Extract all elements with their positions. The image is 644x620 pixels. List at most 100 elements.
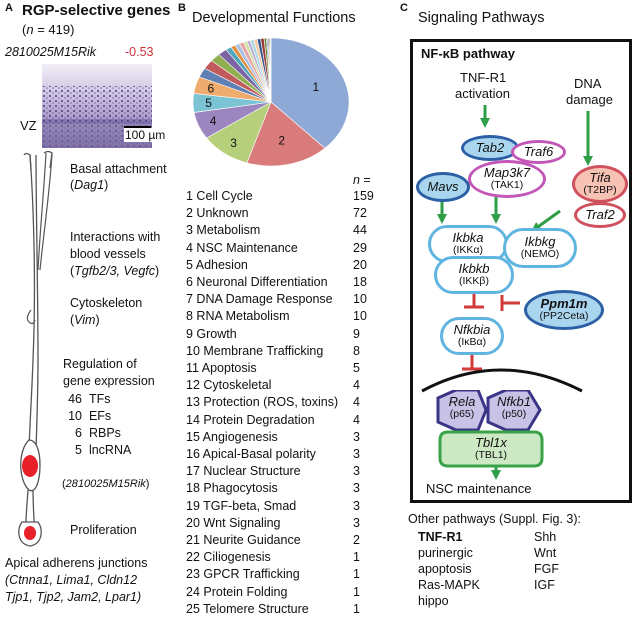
nucleus-top: [22, 455, 38, 477]
function-count: 18: [353, 275, 367, 289]
function-name: 6 Neuronal Differentiation: [186, 275, 328, 289]
panel-a-title: RGP-selective genes: [22, 2, 171, 19]
count-efs: 10 EFs: [68, 409, 112, 423]
function-count: 3: [353, 481, 360, 496]
function-name: 21 Neurite Guidance: [186, 533, 301, 547]
vz-label: VZ: [20, 118, 37, 133]
pie-label-4: 4: [210, 114, 217, 128]
function-count: 3: [353, 447, 360, 461]
node-mavs: Mavs: [416, 172, 470, 202]
function-name: 16 Apical-Basal polarity: [186, 447, 316, 461]
nfkb-pathway-box: [410, 39, 632, 503]
function-count: 3: [353, 464, 360, 479]
tnf-label-1: TNF-R1: [460, 70, 507, 85]
panel-c-title: Signaling Pathways: [418, 10, 545, 26]
function-name: 20 Wnt Signaling: [186, 515, 281, 530]
apical-title: Apical adherens junctions: [5, 556, 148, 570]
function-row: 2 Unknown 72: [186, 206, 421, 224]
pie-slices: [192, 37, 350, 167]
function-name: 2 Unknown: [186, 206, 249, 221]
function-count: 1: [353, 584, 360, 599]
node-tbl1x: Tbl1x (TBL1): [474, 435, 508, 461]
function-name: 8 RNA Metabolism: [186, 309, 290, 324]
function-name: 24 Protein Folding: [186, 584, 288, 599]
panel-b-title: Developmental Functions: [192, 10, 356, 26]
tnf-label-2: activation: [455, 86, 510, 101]
function-name: 14 Protein Degradation: [186, 412, 315, 427]
count-rbps: 6 RBPs: [75, 426, 121, 440]
gene-label: 2810025M15Rik: [5, 45, 97, 59]
pie-label-6: 6: [208, 81, 215, 95]
scale-label: 100 µm: [124, 128, 167, 142]
function-name: 1 Cell Cycle: [186, 189, 253, 203]
panel-b-letter: B: [178, 2, 186, 14]
process-branch: [26, 309, 36, 325]
node-traf2: Traf2: [574, 202, 626, 228]
dna-label-2: damage: [566, 92, 613, 107]
function-name: 7 DNA Damage Response: [186, 292, 333, 307]
basal-endfoot-left: [23, 152, 32, 171]
function-name: 18 Phagocytosis: [186, 481, 278, 496]
function-name: 15 Angiogenesis: [186, 429, 278, 444]
panel-c-letter: C: [400, 2, 408, 14]
function-count: 3: [353, 498, 360, 513]
function-row: 14 Protein Degradation 4: [186, 413, 421, 431]
other-left-3: Ras-MAPK: [418, 578, 480, 592]
lncrna-gene: (2810025M15Rik): [62, 478, 150, 490]
node-nfkbia: Nfkbia (IκBα): [440, 317, 504, 355]
function-count: 1: [353, 550, 360, 565]
sample-size: (n = 419): [22, 22, 75, 37]
function-count: 72: [353, 206, 367, 221]
node-rela-shape: [436, 390, 488, 432]
other-left-2: apoptosis: [418, 562, 472, 576]
function-row: 6 Neuronal Differentiation 18: [186, 275, 421, 293]
function-count: 9: [353, 326, 360, 341]
proliferation-label: Proliferation: [70, 523, 137, 537]
pie-label-1: 1: [313, 80, 320, 94]
other-right-2: FGF: [534, 562, 559, 576]
nfkb-box-title: NF-κB pathway: [421, 46, 515, 61]
vessels-genes: (Tgfb2/3, Vegfc): [70, 264, 160, 278]
node-tab2: Tab2: [461, 135, 519, 161]
other-right-3: IGF: [534, 578, 555, 592]
pie-slice-2: [246, 101, 326, 167]
function-count: 3: [353, 429, 360, 444]
pie-slice-1: [270, 37, 350, 149]
function-name: 25 Telomere Structure: [186, 601, 309, 616]
dna-arc: [421, 368, 583, 393]
nfkb-complex: [436, 390, 544, 468]
other-left-1: purinergic: [418, 546, 473, 560]
apical-genes-1: (Ctnna1, Lima1, Cldn12: [5, 573, 138, 587]
function-count: 1: [353, 601, 360, 616]
cytoskeleton-gene: (Vim): [70, 313, 100, 327]
function-row: 21 Neurite Guidance 2: [186, 533, 421, 551]
radial-glia-cell-drawing: [18, 150, 53, 547]
function-name: 3 Metabolism: [186, 223, 261, 238]
function-count: 2: [353, 533, 360, 547]
regulation-label-1: Regulation of: [63, 357, 137, 371]
function-row: 15 Angiogenesis 3: [186, 430, 421, 448]
vessels-label-1: Interactions with: [70, 230, 161, 244]
function-count: 4: [353, 395, 360, 410]
function-count: 4: [353, 412, 360, 427]
function-row: 24 Protein Folding 1: [186, 585, 421, 603]
other-pathways-title: Other pathways (Suppl. Fig. 3):: [408, 512, 581, 526]
nucleus-bottom: [24, 526, 36, 540]
function-count: 10: [353, 309, 367, 324]
function-name: 23 GPCR Trafficking: [186, 567, 300, 582]
basal-attachment-gene: (Dag1): [70, 178, 109, 192]
n-header: n =: [353, 173, 371, 187]
function-name: 9 Growth: [186, 326, 237, 341]
apical-genes-2: Tjp1, Tjp2, Jam2, Lpar1): [5, 590, 142, 604]
gene-value: -0.53: [125, 45, 154, 59]
function-name: 19 TGF-beta, Smad: [186, 498, 297, 513]
